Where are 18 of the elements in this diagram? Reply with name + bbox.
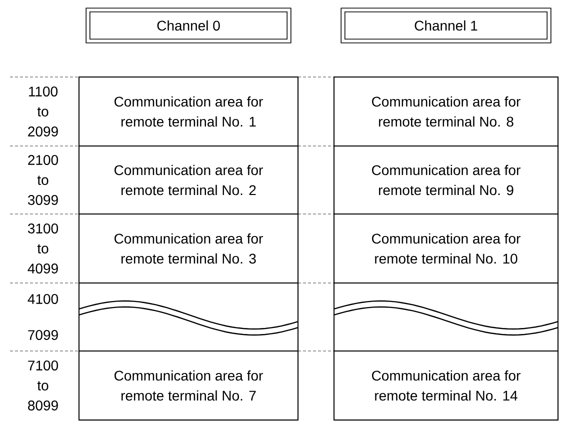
memory-area-box: Communication area for remote terminal No. 7 (78, 350, 298, 420)
memory-area-box: Communication area for remote terminal No. 2 (78, 146, 298, 214)
channel-header: Channel 1 (340, 8, 552, 44)
address-range: 1100 to 2099 (28, 86, 58, 136)
memory-area-box: Communication area for remote terminal No. 1 (78, 76, 298, 146)
omitted-area-box (78, 282, 298, 352)
memory-area-box: Communication area for remote terminal No. 3 (78, 214, 298, 284)
channel-header: Channel 0 (86, 8, 292, 44)
address-label: 4100 (28, 294, 58, 304)
memory-area-box: Communication area for remote terminal No. 10 (334, 214, 558, 284)
address-range: 3100 to 4099 (28, 224, 58, 274)
address-range: 2100 to 3099 (28, 155, 58, 205)
memory-area-box: Communication area for remote terminal No. 8 (334, 76, 558, 146)
memory-area-box: Communication area for remote terminal No. 14 (334, 350, 558, 420)
address-range: 7100 to 8099 (28, 360, 58, 410)
address-label: 7099 (28, 330, 58, 340)
memory-area-box: Communication area for remote terminal No. 9 (334, 146, 558, 214)
omitted-area-box (334, 282, 558, 352)
